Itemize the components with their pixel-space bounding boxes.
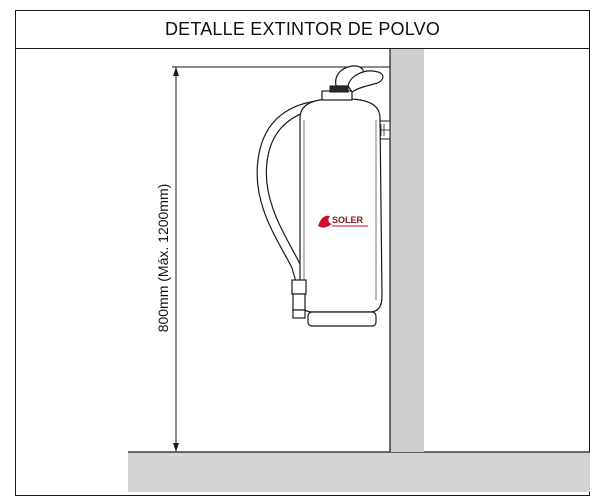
- brand-logo: SOLER: [318, 215, 368, 228]
- extinguisher-lever: [347, 70, 384, 93]
- floor: [128, 452, 590, 492]
- wall-bracket: [377, 120, 391, 140]
- dimension-label: 800mm (Máx. 1200mm): [155, 184, 171, 333]
- extinguisher-base: [307, 311, 377, 327]
- page-title: DETALLE EXTINTOR DE POLVO: [164, 19, 441, 39]
- title-bar: DETALLE EXTINTOR DE POLVO: [16, 11, 589, 49]
- brand-text: SOLER: [332, 215, 364, 225]
- extinguisher-body: [299, 98, 383, 313]
- extinguisher-nozzle: [291, 279, 307, 295]
- fire-extinguisher-icon: SOLER: [256, 65, 384, 327]
- wall: [390, 49, 424, 452]
- dimension-bottom-arrow: [173, 443, 179, 452]
- dimension-top-arrow: [173, 67, 179, 76]
